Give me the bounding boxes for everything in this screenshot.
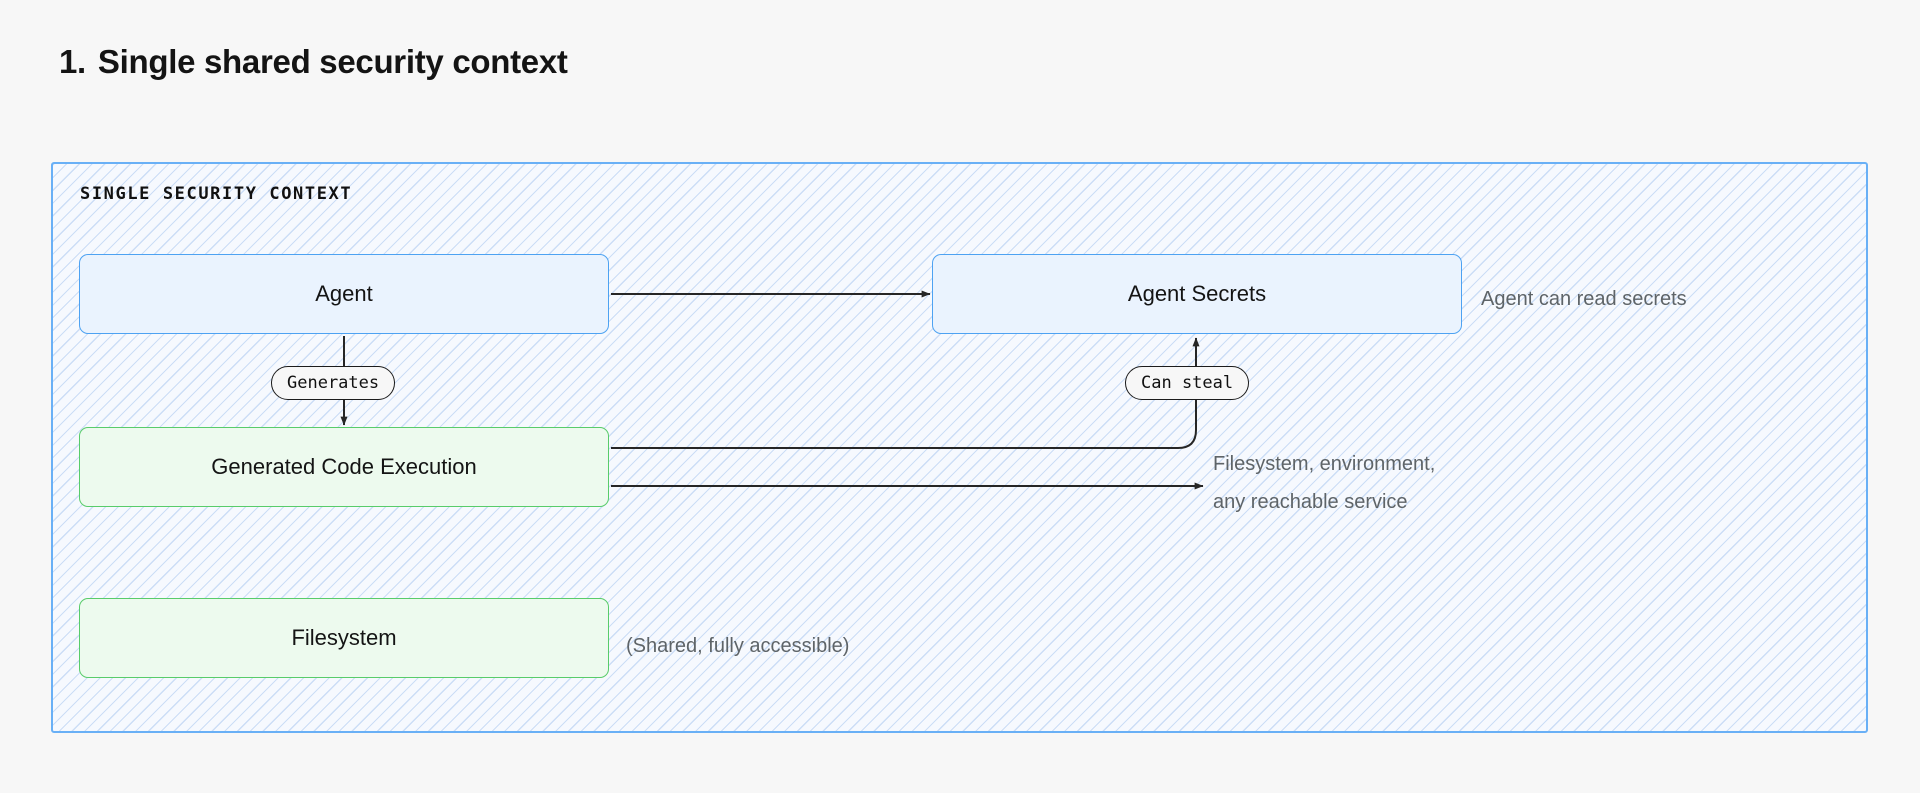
edge-label-generates: Generates (271, 366, 396, 400)
node-agent[interactable]: Agent (79, 254, 609, 334)
node-generated-code-execution-label: Generated Code Execution (211, 454, 477, 479)
annotation-filesystem-shared: (Shared, fully accessible) (626, 635, 850, 657)
node-filesystem-label: Filesystem (291, 625, 397, 650)
edge-label-can-steal: Can steal (1125, 366, 1250, 400)
page-title-number: 1. (59, 43, 86, 80)
annotation-reachable-targets: Filesystem, environment, any reachable s… (1213, 453, 1436, 513)
node-filesystem[interactable]: Filesystem (79, 598, 609, 678)
node-agent-secrets[interactable]: Agent Secrets (932, 254, 1462, 334)
node-agent-secrets-label: Agent Secrets (1127, 281, 1267, 306)
security-context-label: SINGLE SECURITY CONTEXT (80, 184, 353, 204)
node-generated-code-execution[interactable]: Generated Code Execution (79, 427, 609, 507)
page-title: 1. Single shared security context (59, 43, 568, 81)
node-agent-label: Agent (315, 281, 373, 306)
page-title-text: Single shared security context (97, 43, 568, 80)
annotation-agent-can-read-secrets: Agent can read secrets (1481, 288, 1687, 310)
